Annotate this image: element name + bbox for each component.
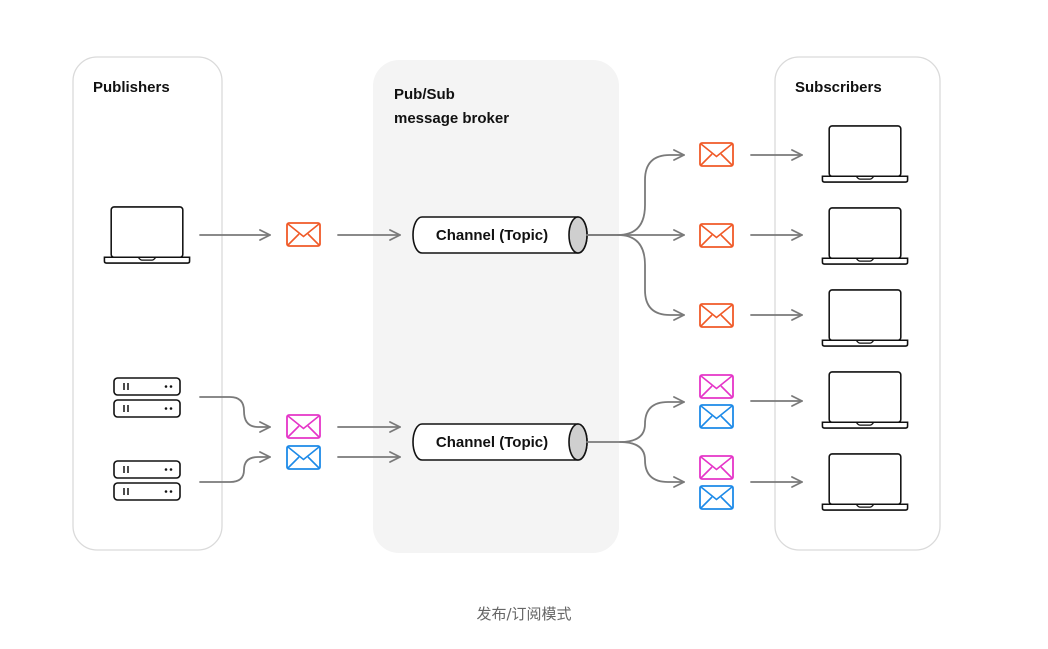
envelope-orange-icon: [699, 303, 734, 328]
figure-caption: 发布/订阅模式: [476, 605, 572, 623]
envelope-magenta-icon: [286, 414, 321, 439]
flow-arrow: [199, 396, 271, 433]
broker-panel: [373, 60, 619, 553]
flow-arrow: [617, 234, 685, 321]
envelope-orange-icon: [699, 142, 734, 167]
flow-arrow: [619, 441, 685, 488]
channel-label: Channel (Topic): [436, 227, 548, 244]
subscriber-laptop-icon: [821, 125, 909, 183]
envelope-blue-icon: [699, 485, 734, 510]
channel-cylinder: Channel (Topic): [412, 423, 588, 461]
subscriber-laptop-icon: [821, 289, 909, 347]
channel-cylinder: Channel (Topic): [412, 216, 588, 254]
envelope-magenta-icon: [699, 374, 734, 399]
flow-arrow: [586, 149, 685, 236]
subscriber-laptop-icon: [821, 453, 909, 511]
publishers-panel: [72, 56, 223, 551]
envelope-orange-icon: [699, 223, 734, 248]
subscriber-laptop-icon: [821, 371, 909, 429]
envelope-blue-icon: [699, 404, 734, 429]
publisher-laptop-icon: [103, 206, 191, 264]
envelope-magenta-icon: [699, 455, 734, 480]
publishers-title: Publishers: [93, 79, 170, 96]
subscribers-title: Subscribers: [795, 79, 882, 96]
channel-label: Channel (Topic): [436, 434, 548, 451]
envelope-blue-icon: [286, 445, 321, 470]
flow-arrow: [586, 396, 685, 443]
envelope-orange-icon: [286, 222, 321, 247]
broker-title-line2: message broker: [394, 110, 509, 127]
flow-arrow: [199, 451, 271, 483]
broker-title-line1: Pub/Sub: [394, 86, 455, 103]
subscriber-laptop-icon: [821, 207, 909, 265]
